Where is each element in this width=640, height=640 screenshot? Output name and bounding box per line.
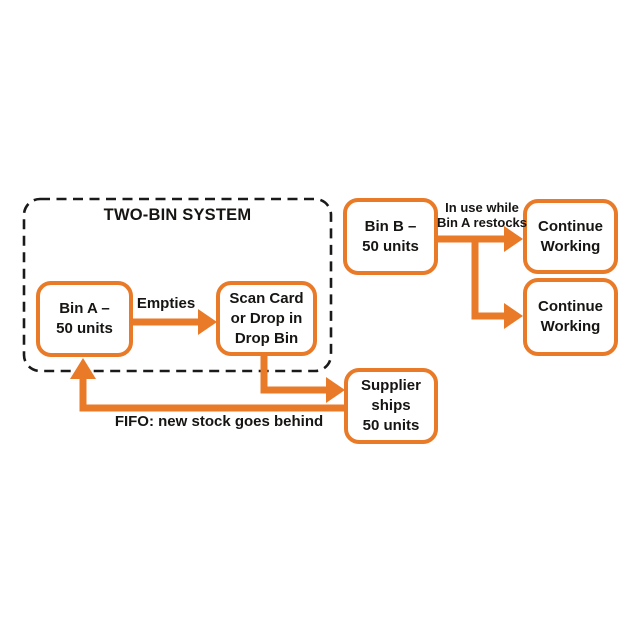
edge-label-empties: Empties [136, 295, 196, 312]
two-bin-system-title: TWO-BIN SYSTEM [103, 206, 252, 224]
arrow-branch-to-continue-working-2 [471, 239, 523, 329]
two-bin-system-container-border [22, 197, 333, 373]
edge-label-fifo: FIFO: new stock goes behind [114, 413, 324, 430]
node-continue-working-2: Continue Working [523, 278, 618, 356]
arrow-scan-card-to-supplier [260, 354, 345, 403]
arrow-bin-a-to-scan-card [133, 309, 217, 335]
node-continue-working-1: Continue Working [523, 199, 618, 274]
arrow-supplier-to-bin-a [70, 358, 344, 412]
node-bin-a: Bin A – 50 units [36, 281, 133, 357]
node-bin-b: Bin B – 50 units [343, 198, 438, 275]
arrow-bin-b-to-continue-working-1 [437, 226, 523, 252]
node-scan-card: Scan Card or Drop in Drop Bin [216, 281, 317, 356]
edge-label-in-use-while-bin-a-restocks: In use while Bin A restocks [436, 200, 528, 230]
node-supplier: Supplier ships 50 units [344, 368, 438, 444]
